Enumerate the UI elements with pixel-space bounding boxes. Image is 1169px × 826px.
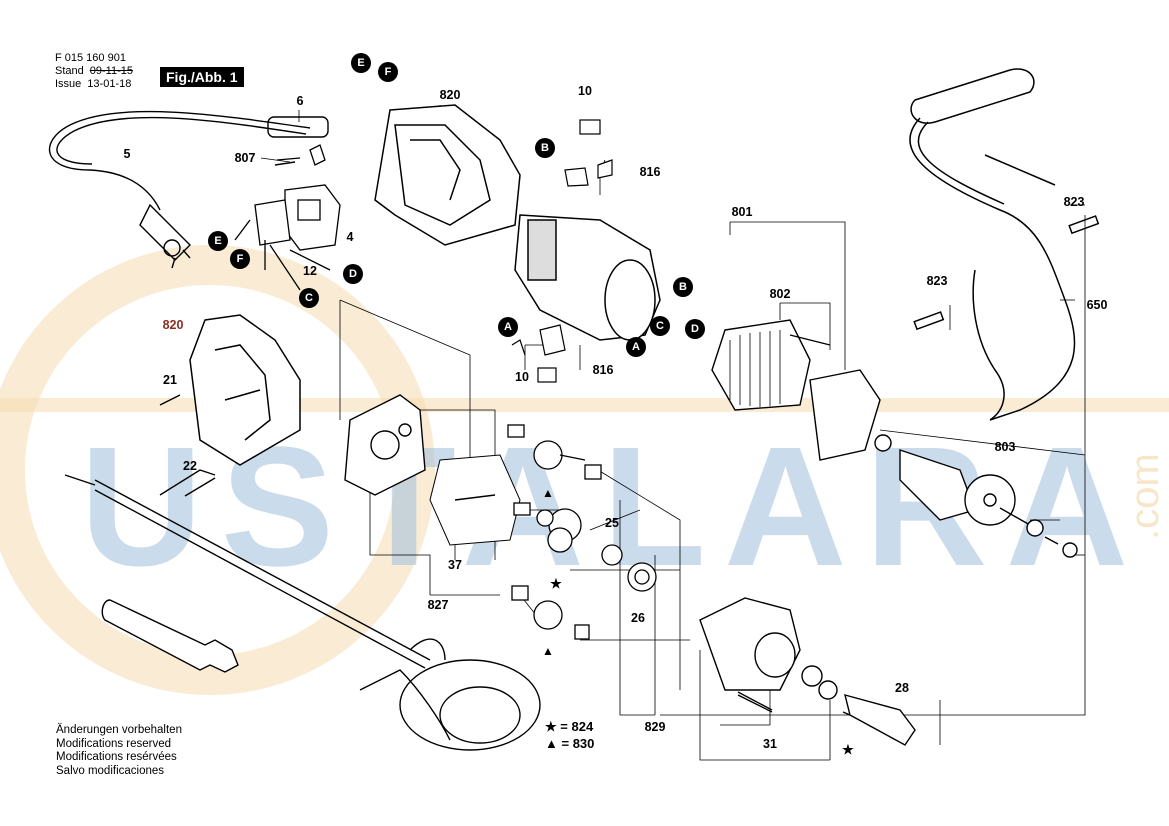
callout-e-2: E bbox=[208, 231, 228, 251]
part-22: 22 bbox=[183, 459, 197, 473]
part-829: 829 bbox=[644, 720, 666, 734]
callout-c-2: C bbox=[650, 316, 670, 336]
switch-assembly bbox=[234, 144, 341, 291]
modification-notes: Änderungen vorbehalten Modifications res… bbox=[56, 724, 182, 778]
armature bbox=[874, 434, 1078, 558]
symbol-legend: ★ = 824 ▲ = 830 bbox=[545, 718, 594, 752]
note-de: Änderungen vorbehalten bbox=[56, 724, 182, 736]
part-31: 31 bbox=[763, 737, 777, 751]
part-801: 801 bbox=[731, 205, 753, 219]
handle bbox=[909, 68, 1100, 421]
part-803: 803 bbox=[994, 440, 1016, 454]
watermark-suffix: .com bbox=[1123, 453, 1167, 540]
gearbox-flange bbox=[344, 394, 521, 546]
part-823-2: 823 bbox=[926, 274, 948, 288]
part-807: 807 bbox=[234, 151, 256, 165]
part-37: 37 bbox=[448, 558, 462, 572]
part-827: 827 bbox=[427, 598, 449, 612]
callout-b-2: B bbox=[673, 277, 693, 297]
part-4: 4 bbox=[346, 230, 354, 244]
star-marker-2: ★ bbox=[842, 742, 854, 757]
callout-d: D bbox=[343, 264, 363, 284]
power-cable bbox=[48, 110, 329, 269]
brush-holders bbox=[511, 119, 613, 383]
stator bbox=[711, 319, 881, 461]
field-housing bbox=[514, 214, 661, 341]
part-802: 802 bbox=[769, 287, 791, 301]
document-header: F 015 160 901 Stand 09-11-15 Issue 13-01-1… bbox=[55, 52, 133, 91]
part-28: 28 bbox=[895, 681, 909, 695]
part-26: 26 bbox=[631, 611, 645, 625]
part-25: 25 bbox=[605, 516, 619, 530]
issue-label: Issue bbox=[55, 78, 82, 90]
star-marker: ★ bbox=[550, 576, 562, 591]
callout-c: C bbox=[299, 288, 319, 308]
part-6: 6 bbox=[296, 94, 304, 108]
part-820-side: 820 bbox=[162, 318, 184, 332]
gears bbox=[507, 424, 657, 640]
note-fr: Modifications resérvées bbox=[56, 751, 177, 763]
part-816-2: 816 bbox=[592, 363, 614, 377]
issue-date: 13-01-18 bbox=[87, 78, 132, 90]
part-10: 10 bbox=[578, 84, 592, 98]
part-5: 5 bbox=[123, 147, 131, 161]
legend-triangle-symbol: ▲ bbox=[545, 736, 558, 751]
document-number: F 015 160 901 bbox=[55, 52, 126, 64]
spanner-wrench bbox=[101, 599, 239, 673]
part-650: 650 bbox=[1086, 298, 1108, 312]
figure-label: Fig./Abb. 1 bbox=[160, 67, 244, 87]
motor-housing-top bbox=[374, 104, 521, 246]
callout-a-2: A bbox=[626, 337, 646, 357]
note-en: Modifications reserved bbox=[56, 737, 172, 750]
part-10-2: 10 bbox=[515, 370, 529, 384]
callout-b: B bbox=[535, 138, 555, 158]
legend-star-text: = 824 bbox=[560, 719, 594, 734]
triangle-marker: ▲ bbox=[542, 486, 554, 500]
callout-f-2: F bbox=[230, 249, 250, 269]
part-820: 820 bbox=[439, 88, 461, 102]
part-12: 12 bbox=[303, 264, 317, 278]
part-816: 816 bbox=[639, 165, 661, 179]
screws bbox=[159, 161, 773, 713]
note-es: Salvo modificaciones bbox=[56, 764, 165, 777]
triangle-marker-2: ▲ bbox=[542, 644, 554, 658]
part-823: 823 bbox=[1063, 195, 1085, 209]
gear-housing bbox=[699, 597, 916, 746]
stand-date: 09-11-15 bbox=[89, 65, 133, 77]
motor-housing-side bbox=[189, 314, 301, 466]
stand-label: Stand bbox=[55, 65, 84, 77]
callout-e: E bbox=[351, 53, 371, 73]
mixing-paddle bbox=[64, 469, 541, 751]
legend-triangle-text: = 830 bbox=[561, 736, 595, 751]
part-21: 21 bbox=[163, 373, 177, 387]
callout-a: A bbox=[498, 317, 518, 337]
callout-f: F bbox=[378, 62, 398, 82]
legend-star-symbol: ★ bbox=[545, 719, 557, 734]
callout-d-2: D bbox=[685, 319, 705, 339]
